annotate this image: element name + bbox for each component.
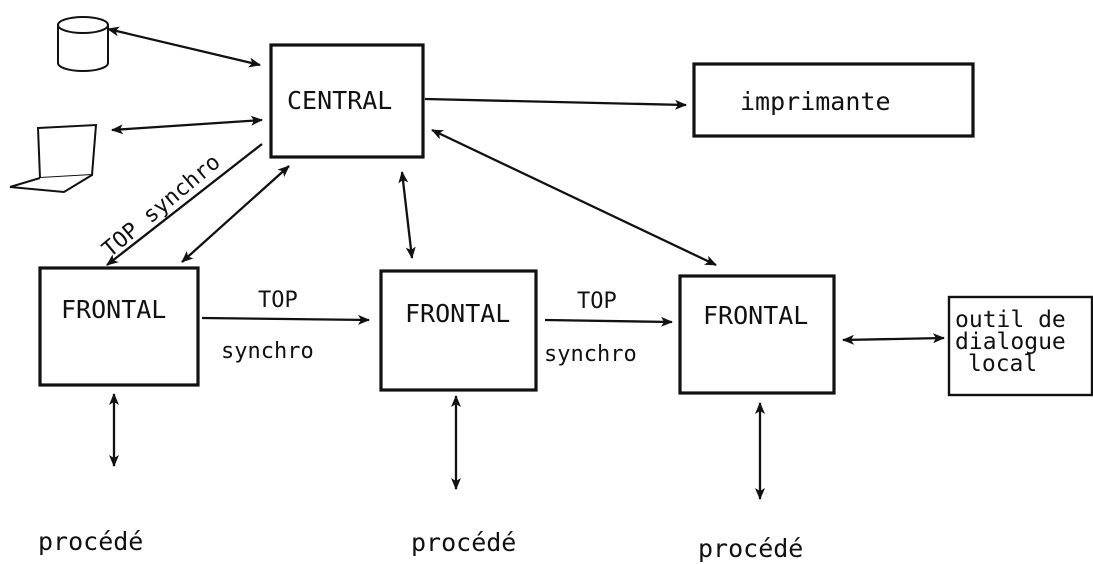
edge-central-frontal-1 [181,165,290,263]
imprimante-label: imprimante [740,87,891,116]
edge-frontal-3-outil [842,333,945,345]
outil-dialogue-box [947,295,1093,397]
frontal-box-3 [678,274,836,395]
outil-label-line-2: dialogue [955,329,1066,355]
edge-frontal-2-frontal-3 [544,316,673,327]
edge-disk-central [107,26,261,68]
procede-label-1: procédé [38,527,143,556]
outil-label-line-1: outil de [955,307,1066,333]
procede-label-3: procédé [698,534,803,563]
terminal-icon [9,123,98,194]
disk-storage-icon [57,16,109,72]
edge-frontal-1-frontal-2 [201,314,370,325]
central-box [269,43,425,159]
top-synchro-diagonal-label: TOP synchro [98,150,226,263]
frontal-1-label: FRONTAL [61,295,166,324]
edge-central-imprimante [424,97,687,110]
frontal-box-1 [38,266,200,387]
outil-label-line-3: local [968,351,1037,377]
edge-central-frontal-2 [398,171,416,259]
procede-label-2: procédé [411,528,516,557]
frontal-2-label: FRONTAL [405,299,510,328]
top-label-2: TOP [577,289,617,314]
edge-terminal-central [111,115,263,135]
frontal-3-label: FRONTAL [703,301,808,330]
frontal-box-2 [379,269,538,392]
synchro-label-2: synchro [544,342,637,367]
imprimante-box [692,62,975,138]
central-label: CENTRAL [287,86,392,115]
top-label-1: TOP [258,288,298,313]
synchro-label-1: synchro [221,339,314,364]
edge-central-frontal-3 [431,128,717,267]
